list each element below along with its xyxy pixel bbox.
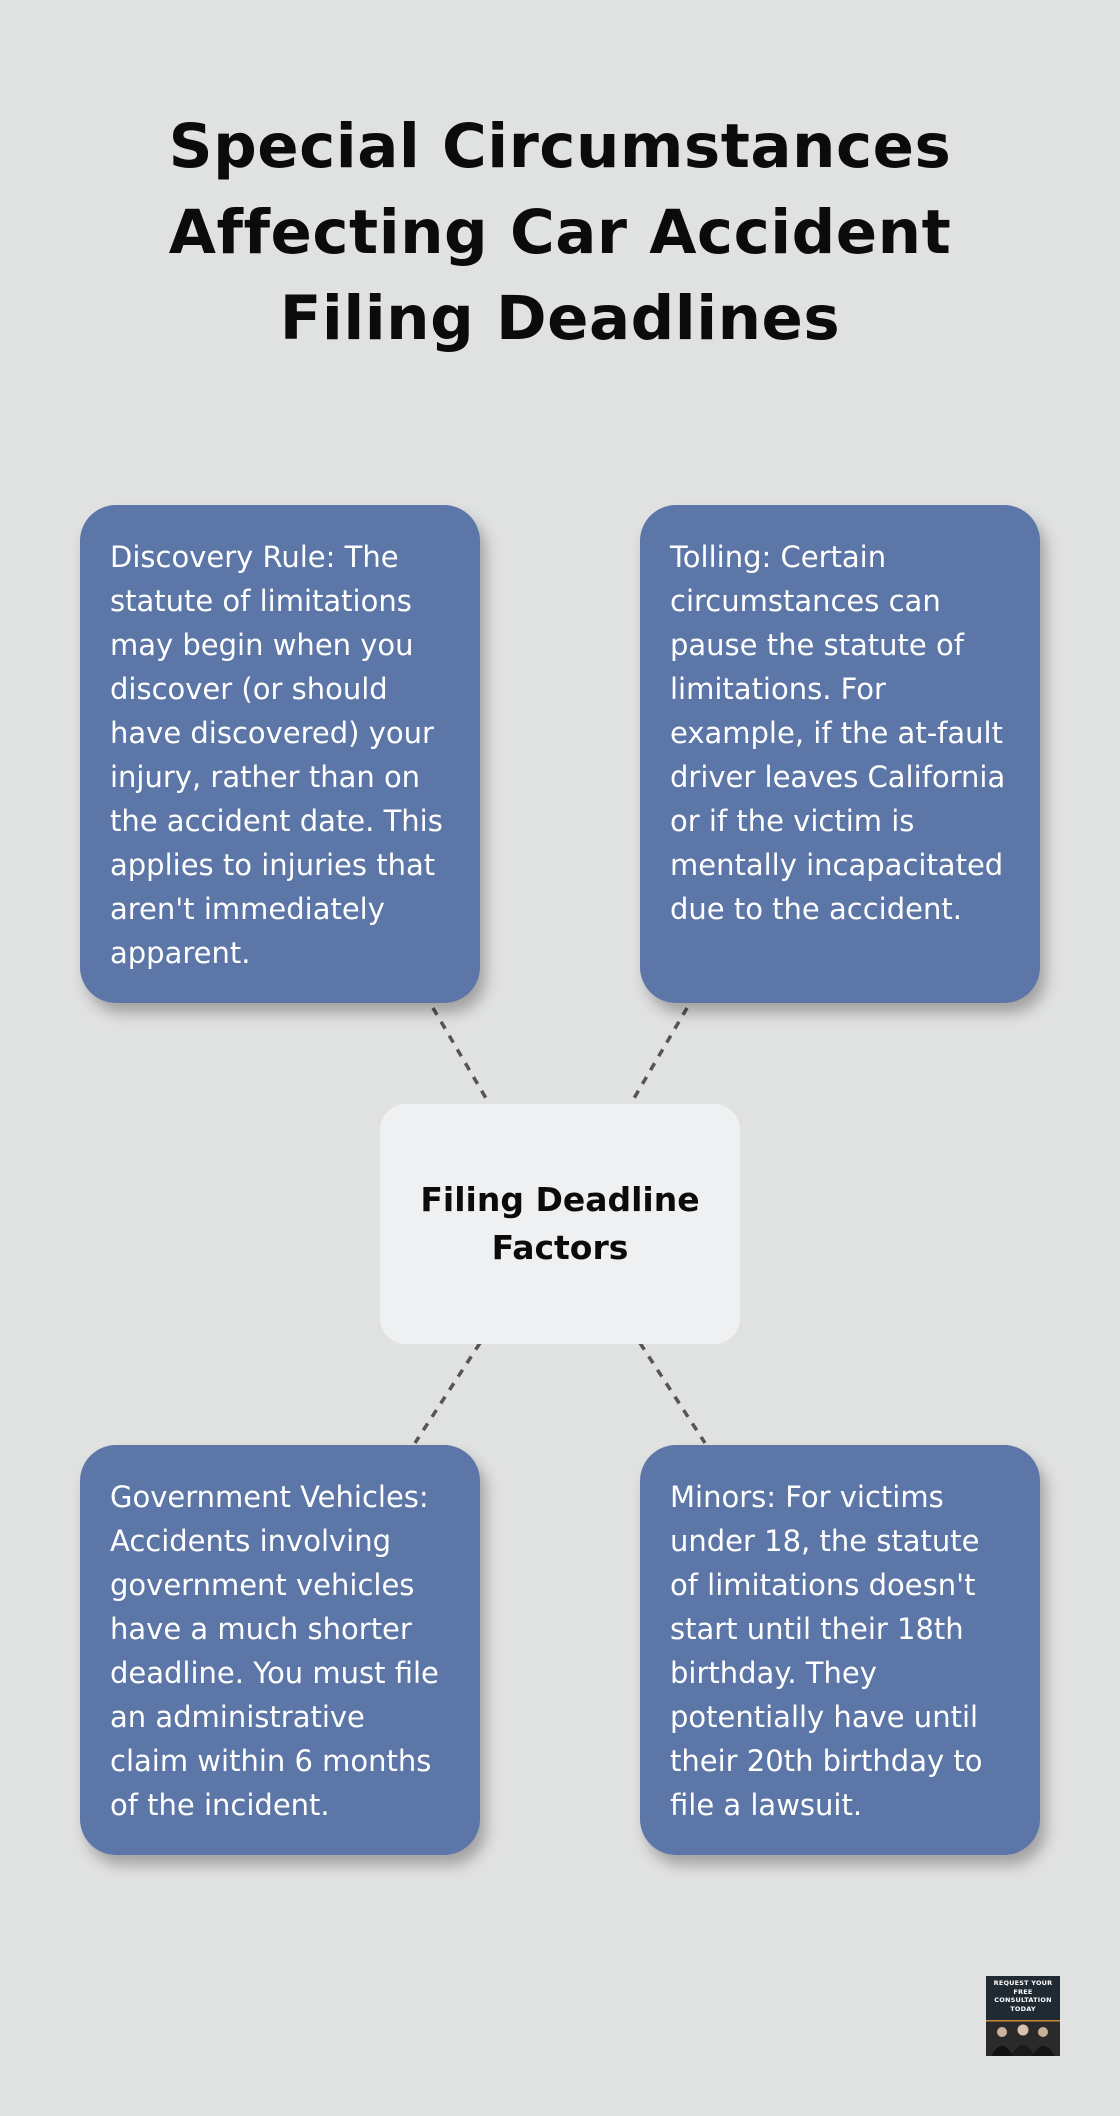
connector-discovery (431, 1007, 489, 1101)
factor-card-discovery-rule: Discovery Rule: The statute of limitatio… (80, 505, 480, 1003)
factor-text: Discovery Rule: The statute of limitatio… (110, 540, 443, 970)
factor-card-tolling: Tolling: Certain circumstances can pause… (640, 505, 1040, 1003)
connector-government (413, 1342, 482, 1444)
center-node-label: Filing Deadline Factors (420, 1180, 700, 1267)
connector-tolling (631, 1007, 689, 1101)
cta-text: REQUEST YOUR FREE CONSULTATION TODAY (993, 1979, 1053, 2013)
connector-minors (638, 1342, 707, 1444)
factor-card-minors: Minors: For victims under 18, the statut… (640, 1445, 1040, 1855)
people-photo-icon (986, 2020, 1060, 2056)
factor-text: Minors: For victims under 18, the statut… (670, 1480, 983, 1822)
factor-text: Tolling: Certain circumstances can pause… (670, 540, 1006, 926)
center-node: Filing Deadline Factors (380, 1104, 740, 1344)
page-title: Special Circumstances Affecting Car Acci… (168, 111, 952, 354)
factor-card-government-vehicles: Government Vehicles: Accidents involving… (80, 1445, 480, 1855)
factor-text: Government Vehicles: Accidents involving… (110, 1480, 439, 1822)
consultation-cta-badge[interactable]: REQUEST YOUR FREE CONSULTATION TODAY (986, 1976, 1060, 2056)
